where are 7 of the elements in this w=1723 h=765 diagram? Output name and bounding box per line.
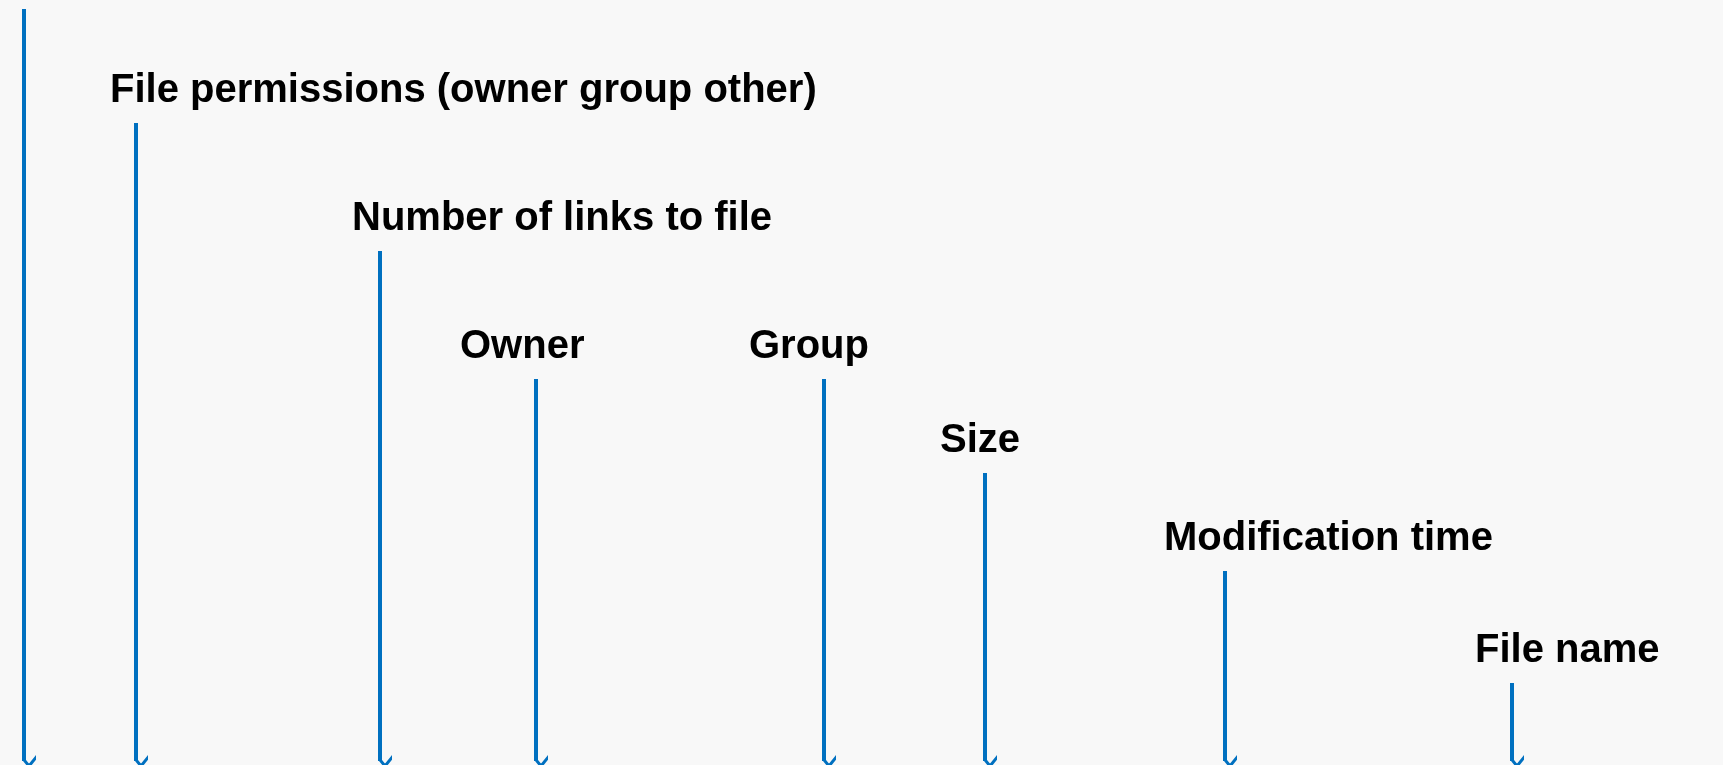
field-label: Size xyxy=(940,415,1021,473)
field-label: File name xyxy=(1475,625,1660,683)
field-label: File permissions (owner group other) xyxy=(110,65,817,123)
field-label: Modification time xyxy=(1164,513,1493,571)
field-label: Group xyxy=(749,321,869,379)
field-label: Owner xyxy=(460,321,585,379)
field-label: Number of links to file xyxy=(352,193,773,251)
